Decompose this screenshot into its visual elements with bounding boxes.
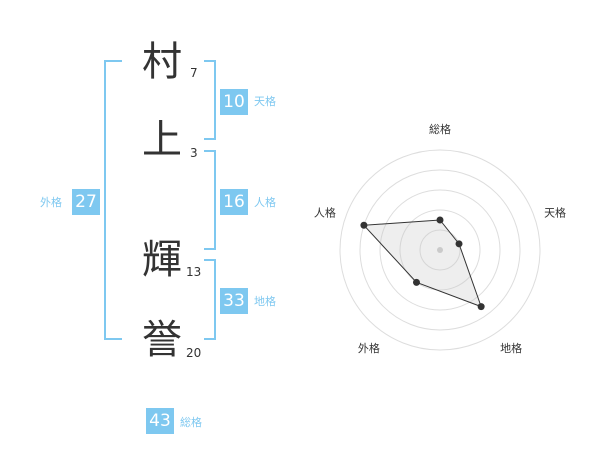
chikaku-value: 33	[220, 288, 248, 314]
radar-ring-4	[359, 169, 521, 331]
jinkaku-label: 人格	[254, 196, 276, 209]
name-char-2: 上	[142, 117, 182, 163]
radar-ring-3	[379, 189, 501, 311]
stroke-count-2: 3	[190, 146, 198, 160]
radar-ring-1	[419, 229, 461, 271]
jinkaku-bracket	[204, 150, 216, 250]
radar-ring-5	[339, 149, 541, 351]
gaikaku-bracket	[104, 60, 122, 340]
tenkaku-bracket	[204, 60, 216, 140]
stroke-count-4: 20	[186, 346, 202, 360]
jinkaku-value: 16	[220, 189, 248, 215]
radar-axis-label-3: 地格	[500, 341, 522, 355]
soukaku-value: 43	[146, 408, 174, 434]
gaikaku-value: 27	[72, 189, 100, 215]
radar-point-5	[360, 221, 368, 229]
chikaku-label: 地格	[254, 295, 276, 308]
radar-series-polygon	[362, 219, 482, 308]
radar-center-dot	[437, 247, 443, 253]
radar-axis-label-2: 天格	[544, 206, 566, 220]
soukaku-label: 総格	[180, 416, 202, 429]
radar-point-4	[412, 278, 420, 286]
name-char-3: 輝	[142, 237, 182, 283]
radar-axis-label-4: 外格	[358, 341, 380, 355]
gaikaku-label: 外格	[40, 196, 62, 209]
stroke-count-1: 7	[190, 66, 198, 80]
radar-ring-2	[399, 209, 481, 291]
radar-axis-label-5: 人格	[314, 206, 336, 220]
radar-point-1	[436, 216, 444, 224]
tenkaku-value: 10	[220, 89, 248, 115]
name-char-4: 誉	[142, 317, 182, 363]
tenkaku-label: 天格	[254, 95, 276, 108]
stroke-count-3: 13	[186, 265, 202, 279]
name-char-1: 村	[142, 39, 182, 85]
chikaku-bracket	[204, 259, 216, 340]
radar-point-3	[477, 303, 485, 311]
radar-point-2	[455, 240, 463, 248]
radar-axis-label-1: 総格	[429, 122, 451, 136]
